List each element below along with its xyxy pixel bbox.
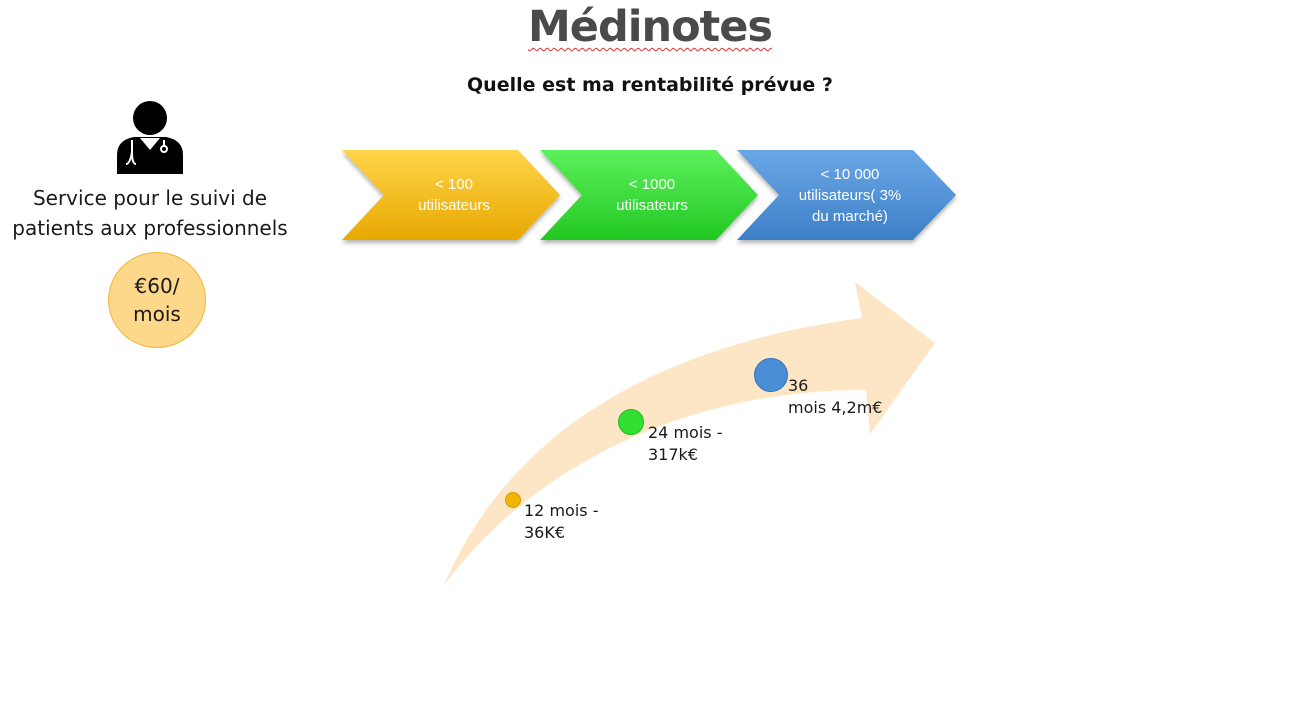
stage-chevron-1 [342,150,560,240]
stage-chevron-2 [540,150,758,240]
price-badge: €60/ mois [108,252,206,348]
stage-chevrons [342,150,956,240]
slide-title-text: Médinotes [528,2,773,52]
stage-label-2: < 1000 utilisateurs [616,176,688,214]
stage-label-3: < 10 000 utilisateurs( 3% du marché) [798,165,902,225]
milestone-dot-12 [505,492,521,508]
milestone-dot-36 [754,358,788,392]
milestone-dot-24 [618,409,644,435]
milestone-label-24: 24 mois - 317k€ [648,423,723,464]
service-description: Service pour le suivi de patients aux pr… [12,186,288,240]
milestone-label-36: 36 mois 4,2m€ [788,376,883,417]
stage-label-1: < 100 utilisateurs [418,176,490,214]
stage-chevron-3 [737,150,956,240]
slide-subtitle: Quelle est ma rentabilité prévue ? [467,74,833,96]
growth-arrow-icon [444,282,935,585]
milestone-label-12: 12 mois - 36K€ [524,501,599,542]
slide-title: Médinotes [450,2,850,52]
doctor-stethoscope-icon [117,101,183,174]
